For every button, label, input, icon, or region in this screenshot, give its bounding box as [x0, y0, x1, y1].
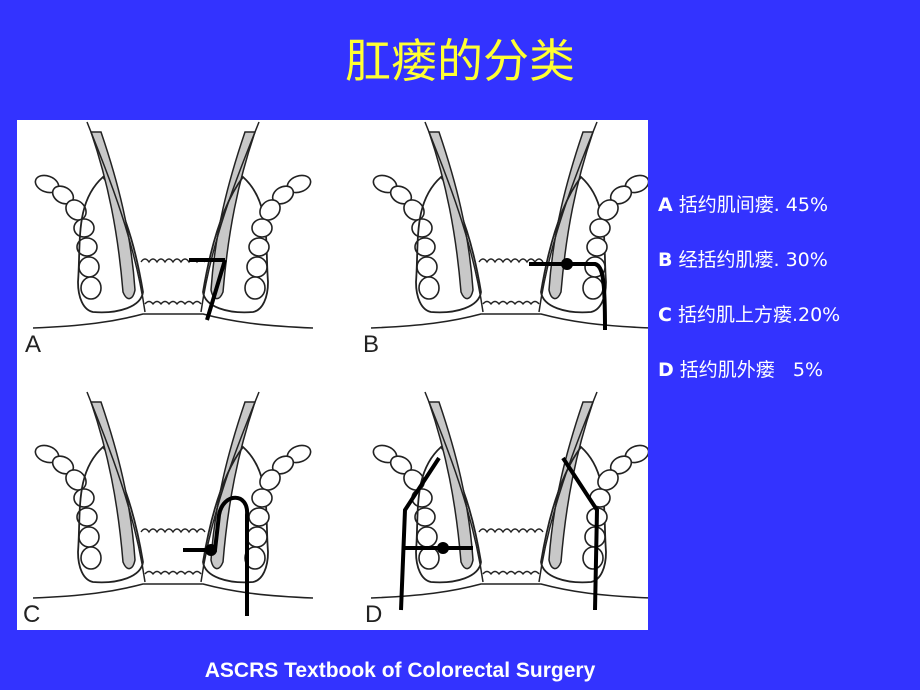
legend-letter: A: [658, 194, 673, 216]
legend-letter: D: [658, 359, 674, 381]
panel-label-d: D: [365, 601, 382, 628]
legend-letter: C: [658, 304, 672, 326]
legend-text: 括约肌外瘘 5%: [679, 359, 824, 381]
panel-d: D: [365, 391, 648, 628]
legend-letter: B: [658, 249, 673, 271]
panel-c: C: [23, 391, 314, 628]
panel-label-a: A: [25, 331, 41, 358]
fistula-diagram: A B C D: [17, 120, 648, 630]
citation: ASCRS Textbook of Colorectal Surgery: [204, 659, 596, 682]
slide-title: 肛瘘的分类: [345, 34, 575, 88]
panel-b: B: [363, 121, 648, 358]
legend-text: 经括约肌瘘. 30%: [678, 249, 828, 271]
panel-label-c: C: [23, 601, 40, 628]
panel-a: A: [25, 121, 314, 358]
legend-text: 括约肌上方瘘.20%: [677, 304, 841, 326]
panel-label-b: B: [363, 331, 379, 358]
legend-text: 括约肌间瘘. 45%: [678, 194, 829, 216]
